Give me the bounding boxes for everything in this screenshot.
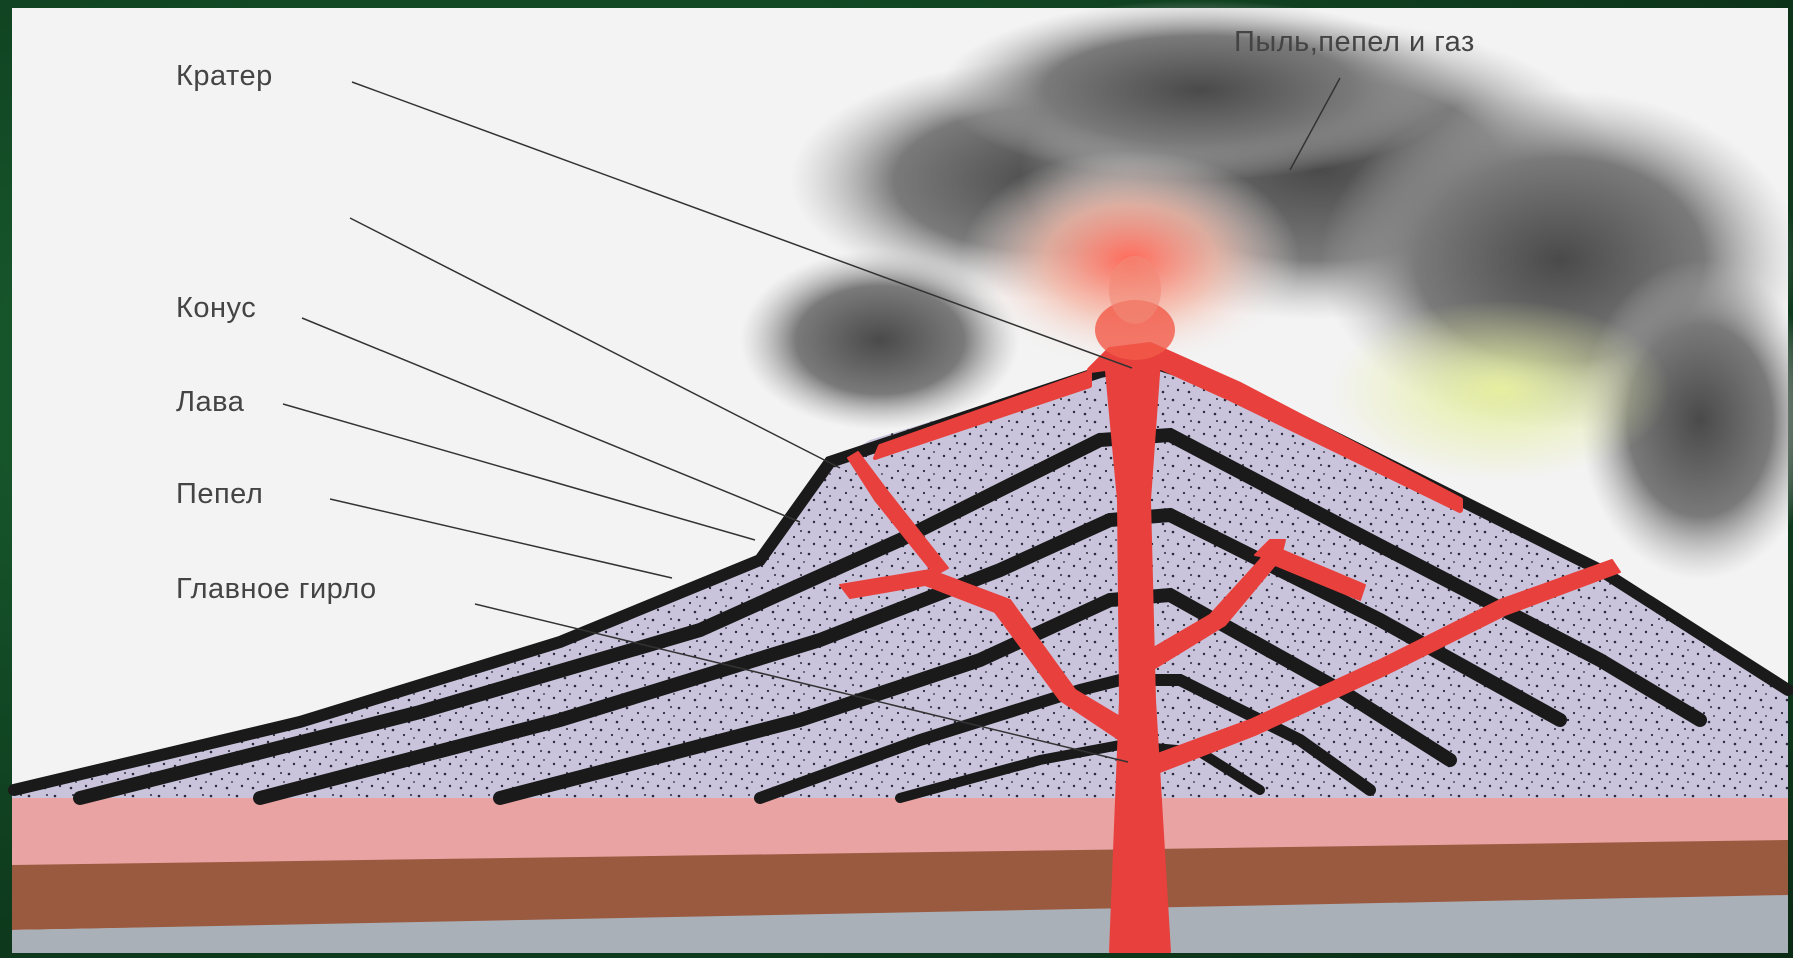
label-crater: Кратер [176, 60, 273, 93]
label-main-vent: Главное гирло [176, 573, 377, 606]
label-lava: Лава [176, 386, 244, 419]
label-cone: Конус [176, 292, 256, 325]
label-ash: Пепел [176, 478, 263, 511]
label-dust-ash-gas: Пыль,пепел и газ [1234, 26, 1475, 59]
